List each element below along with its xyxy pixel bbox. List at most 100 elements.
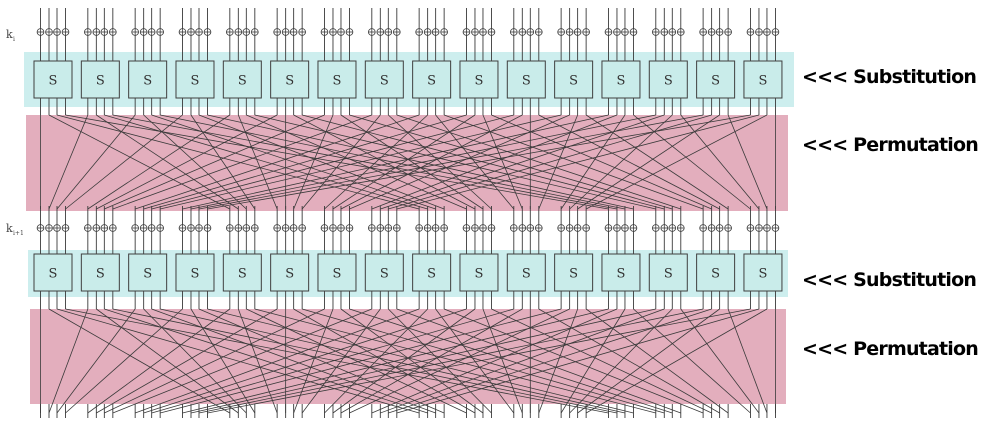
- sbox-label: S: [664, 74, 673, 89]
- xor-icon: [109, 224, 117, 232]
- xor-icon: [393, 28, 401, 36]
- permutation-wire: [577, 114, 720, 210]
- permutation-wire: [65, 308, 183, 414]
- permutation-wire: [96, 114, 278, 210]
- xor-icon: [320, 224, 329, 232]
- permutation-wire: [56, 114, 136, 210]
- xor-icon: [156, 224, 164, 232]
- xor-icon: [534, 224, 543, 232]
- permutation-wire: [371, 308, 618, 414]
- permutation-wire: [237, 308, 278, 414]
- sbox: S: [696, 60, 736, 99]
- sbox-label: S: [380, 267, 389, 282]
- xor-icon: [651, 28, 660, 36]
- permutation-wire: [207, 114, 634, 210]
- permutation-label-round-1: <<< Permutation: [802, 134, 978, 156]
- xor-icon: [676, 224, 685, 232]
- permutation-wire: [349, 114, 673, 210]
- xor-icon: [345, 28, 354, 36]
- permutation-wire: [435, 114, 515, 210]
- xor-icon: [84, 224, 92, 232]
- xor-icon: [195, 224, 203, 232]
- round-2-key: k i+1: [6, 222, 24, 237]
- permutation-wire: [160, 114, 626, 210]
- xor-icon: [557, 224, 565, 232]
- xor-icon: [92, 224, 101, 232]
- permutation-wire: [104, 114, 428, 210]
- sbox-label: S: [96, 267, 105, 282]
- permutation-wire: [491, 114, 712, 210]
- xor-icon: [651, 224, 660, 232]
- xor-icon: [660, 224, 669, 232]
- permutation-wire: [301, 114, 381, 210]
- permutation-wire: [302, 114, 665, 210]
- wires-layer: [40, 8, 776, 418]
- key-label-round-1: k: [6, 28, 13, 41]
- sbox: S: [270, 253, 310, 292]
- permutation-wire: [443, 308, 704, 414]
- sbox: S: [743, 253, 783, 292]
- xor-icon: [613, 28, 621, 36]
- permutation-wire: [104, 114, 325, 210]
- xor-icon: [755, 224, 763, 232]
- xor-icon: [337, 28, 345, 36]
- xor-icon: [45, 224, 53, 232]
- sbox: S: [364, 253, 404, 292]
- sbox: S: [743, 60, 783, 99]
- xor-icon: [479, 28, 487, 36]
- xor-icon: [715, 28, 724, 36]
- permutation-wire: [727, 308, 768, 414]
- permutation-wire: [207, 308, 751, 414]
- permutation-wire: [388, 114, 492, 210]
- xor-icon: [226, 224, 234, 232]
- permutation-wire: [569, 114, 673, 210]
- permutation-wire: [190, 308, 256, 414]
- xor-icon: [431, 28, 440, 36]
- permutation-wire: [65, 114, 609, 210]
- xor-icon: [462, 224, 471, 232]
- permutation-wire: [585, 308, 729, 414]
- permutation-wire: [151, 114, 514, 210]
- sbox-label: S: [522, 267, 531, 282]
- permutation-wire: [56, 114, 420, 210]
- xor-icon: [147, 224, 156, 232]
- sbox: S: [317, 253, 357, 292]
- permutation-wire: [340, 114, 484, 210]
- permutation-wire: [87, 114, 231, 210]
- permutation-wire: [349, 308, 570, 414]
- sbox: S: [128, 60, 168, 99]
- xor-icon: [676, 28, 685, 36]
- sbox: S: [128, 253, 168, 292]
- sbox: S: [648, 60, 688, 99]
- sbox-label: S: [758, 74, 767, 89]
- sbox-label: S: [380, 74, 389, 89]
- permutation-wire: [585, 114, 768, 210]
- permutation-wire: [246, 114, 467, 210]
- sbox-label: S: [49, 74, 58, 89]
- sbox-label: S: [427, 267, 436, 282]
- xor-icon: [147, 28, 156, 36]
- sbox-label: S: [333, 267, 342, 282]
- permutation-wire: [65, 308, 609, 414]
- permutation-wire: [396, 114, 760, 210]
- key-subscript-round-1: i: [13, 36, 15, 43]
- permutation-wire: [198, 308, 704, 414]
- xor-icon: [131, 28, 139, 36]
- sbox: S: [33, 60, 73, 99]
- permutation-wire: [388, 308, 492, 414]
- permutation-wire: [332, 308, 476, 414]
- xor-icon: [226, 28, 234, 36]
- xor-icon: [746, 224, 755, 232]
- permutation-wire: [143, 308, 467, 414]
- xor-icon: [251, 28, 259, 36]
- permutation-wire: [56, 308, 420, 414]
- permutation-band-round-1: [26, 115, 788, 211]
- substitution-label-round-1: <<< Substitution: [802, 66, 976, 88]
- xor-icon: [36, 28, 45, 36]
- sbox-label: S: [617, 267, 626, 282]
- permutation-wire: [301, 308, 381, 414]
- xor-icon: [604, 28, 613, 36]
- permutation-wire: [207, 114, 751, 210]
- sbox-label: S: [96, 74, 105, 89]
- xor-icon: [771, 224, 780, 232]
